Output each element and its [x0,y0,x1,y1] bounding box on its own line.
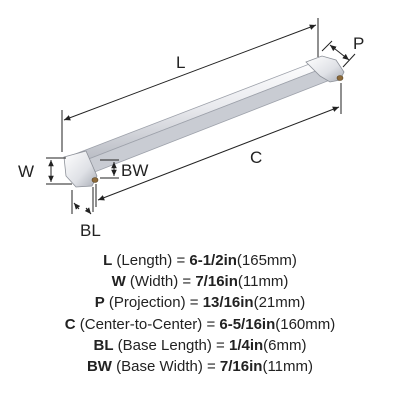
spec-key: P [94,294,105,312]
length-label: L [176,53,185,72]
base-length-dimension [71,187,94,215]
spec-name: (Base Length) = [113,336,229,354]
spec-name: (Center-to-Center) = [75,315,220,333]
width-label: W [18,162,34,181]
center-to-center-dimension [95,83,342,207]
spec-value: 1/4in [228,336,264,354]
spec-row-center-to-center: C (Center-to-Center) = 6-5/16in(160mm) [0,314,400,335]
projection-dimension [321,40,356,68]
spec-value: 7/16in [219,357,263,375]
spec-name: (Projection) = [104,294,203,312]
spec-metric: (11mm) [262,357,314,375]
handle-dimension-diagram: L P W BW C BL [18,18,364,240]
spec-key: BW [86,357,112,375]
spec-value: 13/16in [202,294,254,312]
spec-metric: (11mm) [237,273,289,291]
dimension-spec-list: L (Length) = 6-1/2in(165mm) W (Width) = … [0,250,400,377]
base-length-label: BL [80,221,101,240]
spec-metric: (21mm) [253,294,306,312]
spec-key: L [103,252,113,269]
base-width-label: BW [121,161,148,180]
spec-row-base-length: BL (Base Length) = 1/4in(6mm) [0,335,400,356]
spec-metric: (165mm) [236,252,297,269]
spec-row-projection: P (Projection) = 13/16in(21mm) [0,292,400,313]
spec-metric: (160mm) [275,315,336,333]
spec-key: C [64,315,76,333]
spec-name: (Width) = [125,273,196,291]
spec-row-width: W (Width) = 7/16in(11mm) [0,271,400,292]
spec-name: (Base Width) = [111,357,220,375]
spec-row-length: L (Length) = 6-1/2in(165mm) [0,250,400,271]
spec-key: BL [93,336,114,354]
length-dimension [61,18,319,152]
spec-key: W [111,273,126,291]
width-dimension [46,157,72,185]
spec-value: 6-5/16in [219,315,276,333]
spec-value: 6-1/2in [189,252,237,269]
projection-label: P [353,34,364,53]
spec-metric: (6mm) [263,336,307,354]
spec-value: 7/16in [195,273,238,291]
spec-row-base-width: BW (Base Width) = 7/16in(11mm) [0,356,400,377]
center-to-center-label: C [250,148,262,167]
spec-name: (Length) = [112,252,190,269]
